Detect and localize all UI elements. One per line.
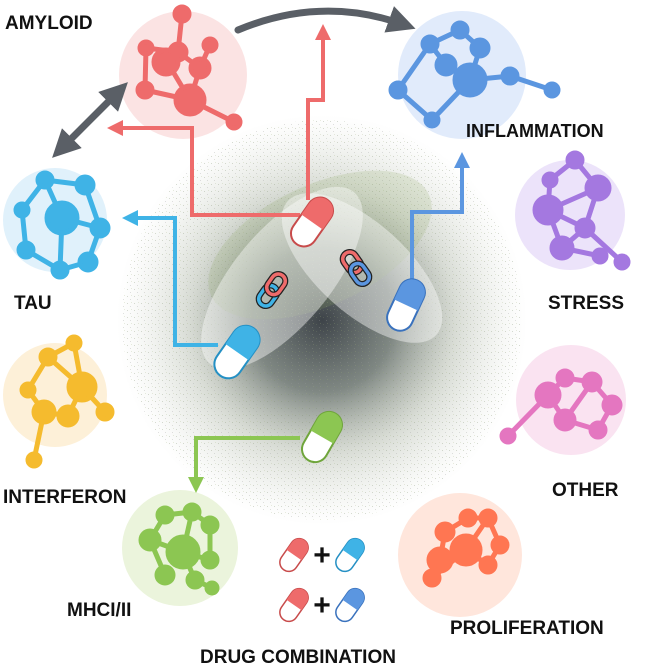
- other-network-icon: [499, 368, 623, 445]
- inflammation-label: INFLAMMATION: [466, 121, 604, 141]
- drug-combination-label: DRUG COMBINATION: [200, 647, 396, 668]
- chain-link-icon-left: [255, 270, 289, 310]
- cyan-pill-icon: [213, 324, 261, 380]
- mhc-label: MHCI/II: [67, 600, 131, 621]
- amyloid-tau-arrow: [52, 82, 128, 158]
- tau-network-icon: [13, 170, 111, 280]
- stress-label: STRESS: [548, 293, 624, 314]
- other-label: OTHER: [552, 480, 619, 501]
- amyloid-network-icon: [135, 4, 243, 131]
- green-pill-icon: [301, 410, 343, 464]
- tau-label: TAU: [14, 293, 52, 314]
- plus-sign-1: +: [313, 539, 331, 572]
- interferon-network-icon: [19, 334, 115, 469]
- interferon-label: INTERFERON: [3, 487, 127, 508]
- chain-link-icon-right: [339, 248, 373, 288]
- red-drug-paths: [107, 24, 331, 217]
- legend-cyan-pill-icon: [335, 537, 365, 573]
- mhc-network-icon: [138, 502, 220, 596]
- green-drug-path: [188, 436, 300, 493]
- legend-red-pill-icon-1: [279, 537, 309, 573]
- proliferation-network-icon: [422, 508, 510, 588]
- proliferation-label: PROLIFERATION: [450, 618, 604, 639]
- central-cloud: [117, 115, 527, 525]
- stress-network-icon: [532, 150, 631, 271]
- amyloid-label: AMYLOID: [5, 13, 93, 34]
- combination-legend: + +: [279, 537, 365, 623]
- cyan-drug-path: [122, 210, 218, 347]
- legend-red-pill-icon-2: [279, 587, 309, 623]
- blue-drug-path: [410, 152, 470, 282]
- legend-blue-pill-icon: [335, 587, 365, 623]
- blue-pill-icon: [386, 278, 426, 332]
- red-pill-icon: [289, 196, 335, 248]
- amyloid-to-inflammation-arrow: [234, 6, 416, 34]
- inflammation-network-icon: [388, 20, 561, 129]
- plus-sign-2: +: [313, 589, 331, 622]
